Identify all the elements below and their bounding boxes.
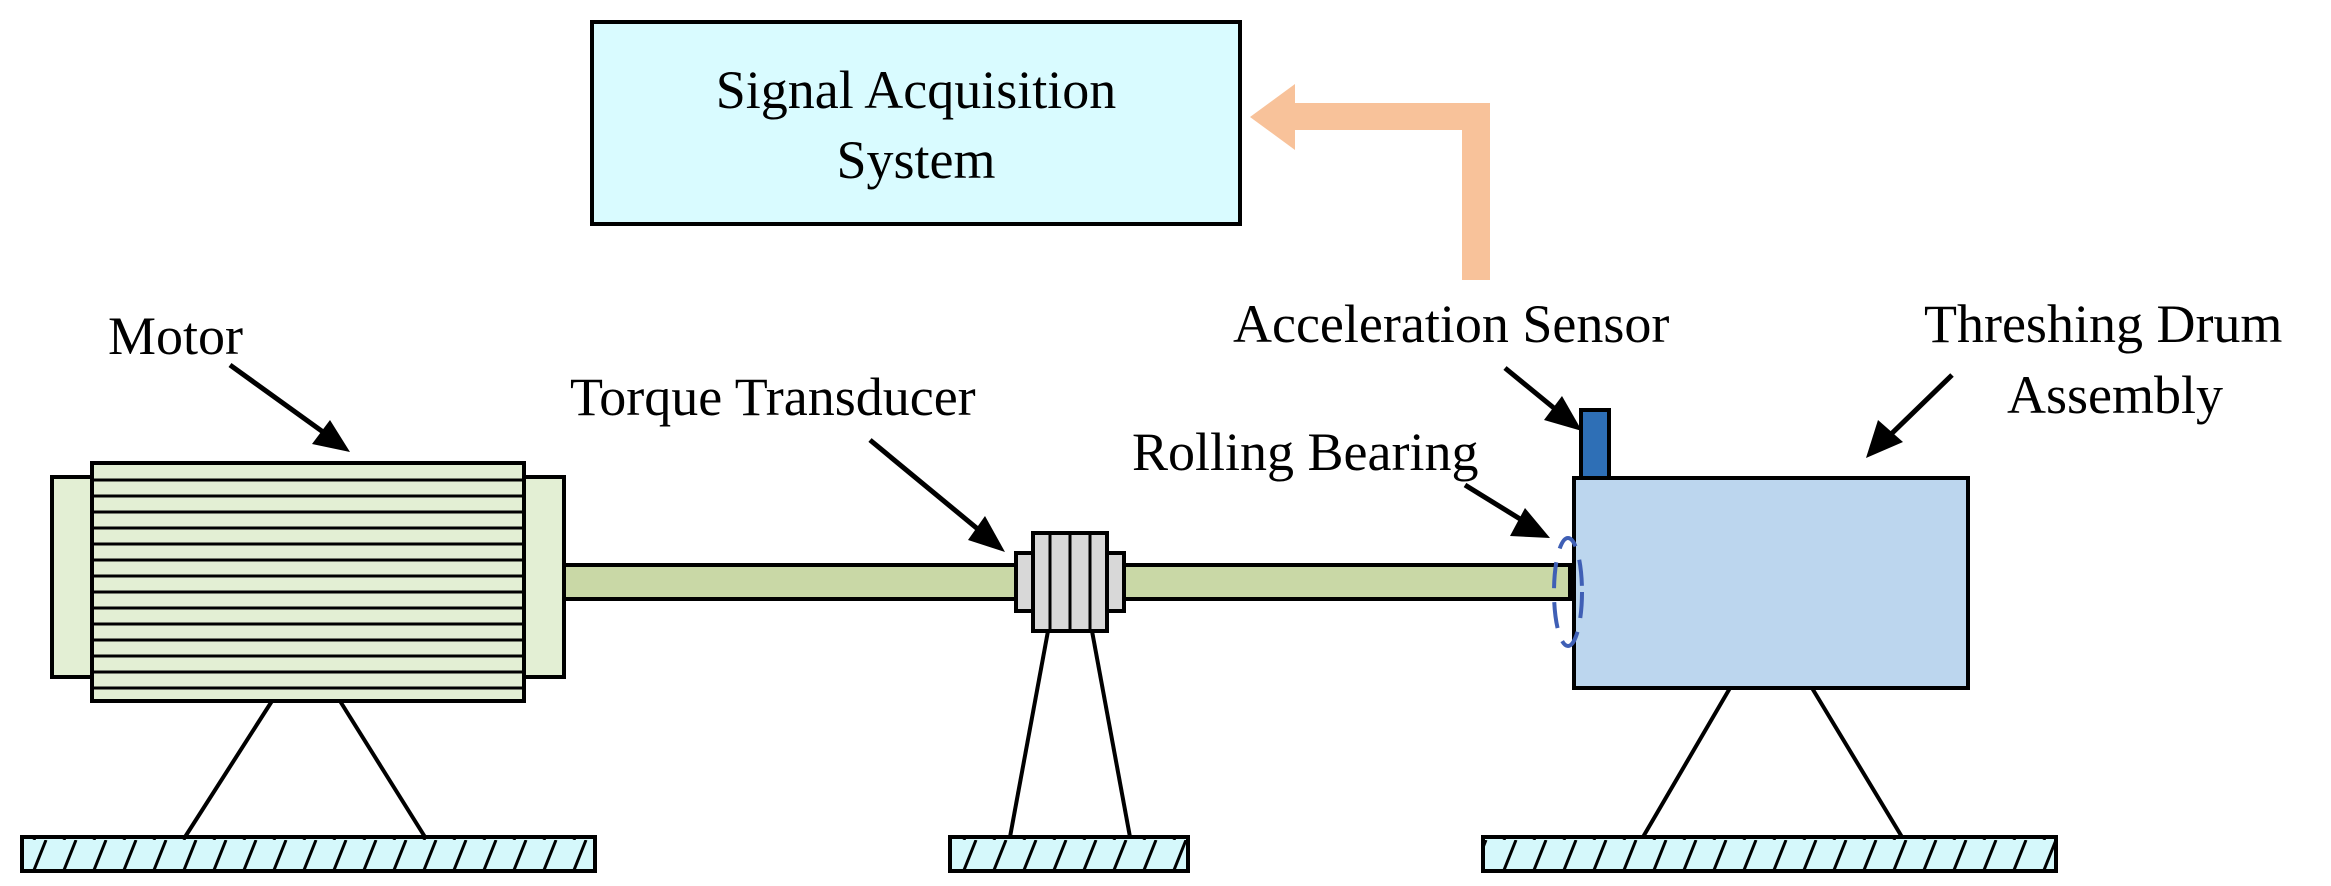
acceleration-sensor-callout-arrow-icon xyxy=(1503,366,1582,431)
torque-transducer xyxy=(1014,531,1126,633)
torque-transducer-callout-arrow-icon xyxy=(868,438,1005,552)
torque-transducer-label: Torque Transducer xyxy=(570,367,976,427)
signal-acquisition-label-line1: Signal Acquisition xyxy=(716,60,1117,120)
transducer-stand xyxy=(1008,630,1132,838)
signal-acquisition-label-line2: System xyxy=(836,130,995,190)
rolling-bearing-icon xyxy=(1552,536,1584,648)
signal-flow-arrow-icon xyxy=(1250,84,1490,280)
motor-cooling-fins xyxy=(92,478,524,690)
drum-stand xyxy=(1641,686,1904,839)
rolling-bearing-callout-arrow-icon xyxy=(1463,482,1550,538)
threshing-drum-label-line2: Assembly xyxy=(2007,365,2223,425)
threshing-drum-label-line1: Threshing Drum xyxy=(1924,294,2282,354)
motor-stand xyxy=(183,699,427,839)
rolling-bearing-label: Rolling Bearing xyxy=(1132,422,1478,482)
motor-end-cap-right xyxy=(520,475,566,679)
acceleration-sensor-label: Acceleration Sensor xyxy=(1233,294,1669,354)
acceleration-sensor xyxy=(1579,408,1611,480)
threshing-drum-callout-arrow-icon xyxy=(1866,373,1954,458)
motor xyxy=(50,461,566,703)
motor-end-cap-left xyxy=(50,475,96,679)
motor-body xyxy=(90,461,526,703)
threshing-drum-body xyxy=(1572,476,1970,690)
motor-ground-hatch-overlay xyxy=(22,837,595,871)
signal-acquisition-box xyxy=(590,20,1242,226)
motor-label: Motor xyxy=(108,306,243,366)
motor-callout-arrow-icon xyxy=(228,362,350,452)
transducer-ground-hatch-overlay xyxy=(950,837,1188,871)
drum-ground-hatch-overlay xyxy=(1483,837,2056,871)
